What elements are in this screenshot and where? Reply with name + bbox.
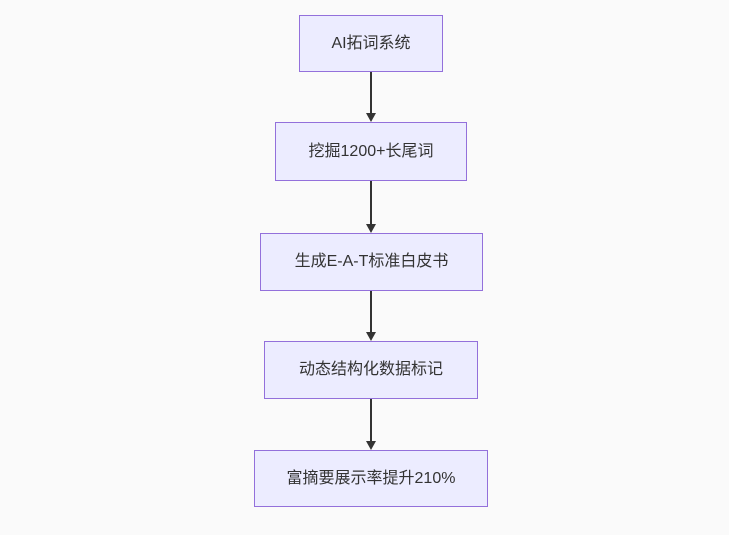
node-label: AI拓词系统 bbox=[331, 34, 411, 52]
edge-line bbox=[370, 399, 372, 441]
arrowhead-down-icon bbox=[366, 441, 376, 450]
node-label: 生成E-A-T标准白皮书 bbox=[294, 253, 449, 271]
node-label: 动态结构化数据标记 bbox=[298, 361, 443, 379]
flow-edge-1 bbox=[366, 72, 376, 122]
flow-node-rich-snippet-rate: 富摘要展示率提升210% bbox=[254, 450, 488, 507]
node-label: 挖掘1200+长尾词 bbox=[308, 142, 434, 160]
flow-node-ai-expansion-system: AI拓词系统 bbox=[299, 15, 443, 72]
flow-node-structured-data-markup: 动态结构化数据标记 bbox=[264, 341, 478, 399]
edge-line bbox=[370, 72, 372, 113]
arrowhead-down-icon bbox=[366, 113, 376, 122]
flow-node-longtail-mining: 挖掘1200+长尾词 bbox=[275, 122, 467, 181]
flow-edge-3 bbox=[366, 291, 376, 341]
edge-line bbox=[370, 291, 372, 332]
arrowhead-down-icon bbox=[366, 224, 376, 233]
edge-line bbox=[370, 181, 372, 224]
flow-edge-4 bbox=[366, 399, 376, 450]
arrowhead-down-icon bbox=[366, 332, 376, 341]
node-label: 富摘要展示率提升210% bbox=[286, 469, 456, 487]
flow-node-eat-whitepaper: 生成E-A-T标准白皮书 bbox=[260, 233, 483, 291]
flow-edge-2 bbox=[366, 181, 376, 233]
